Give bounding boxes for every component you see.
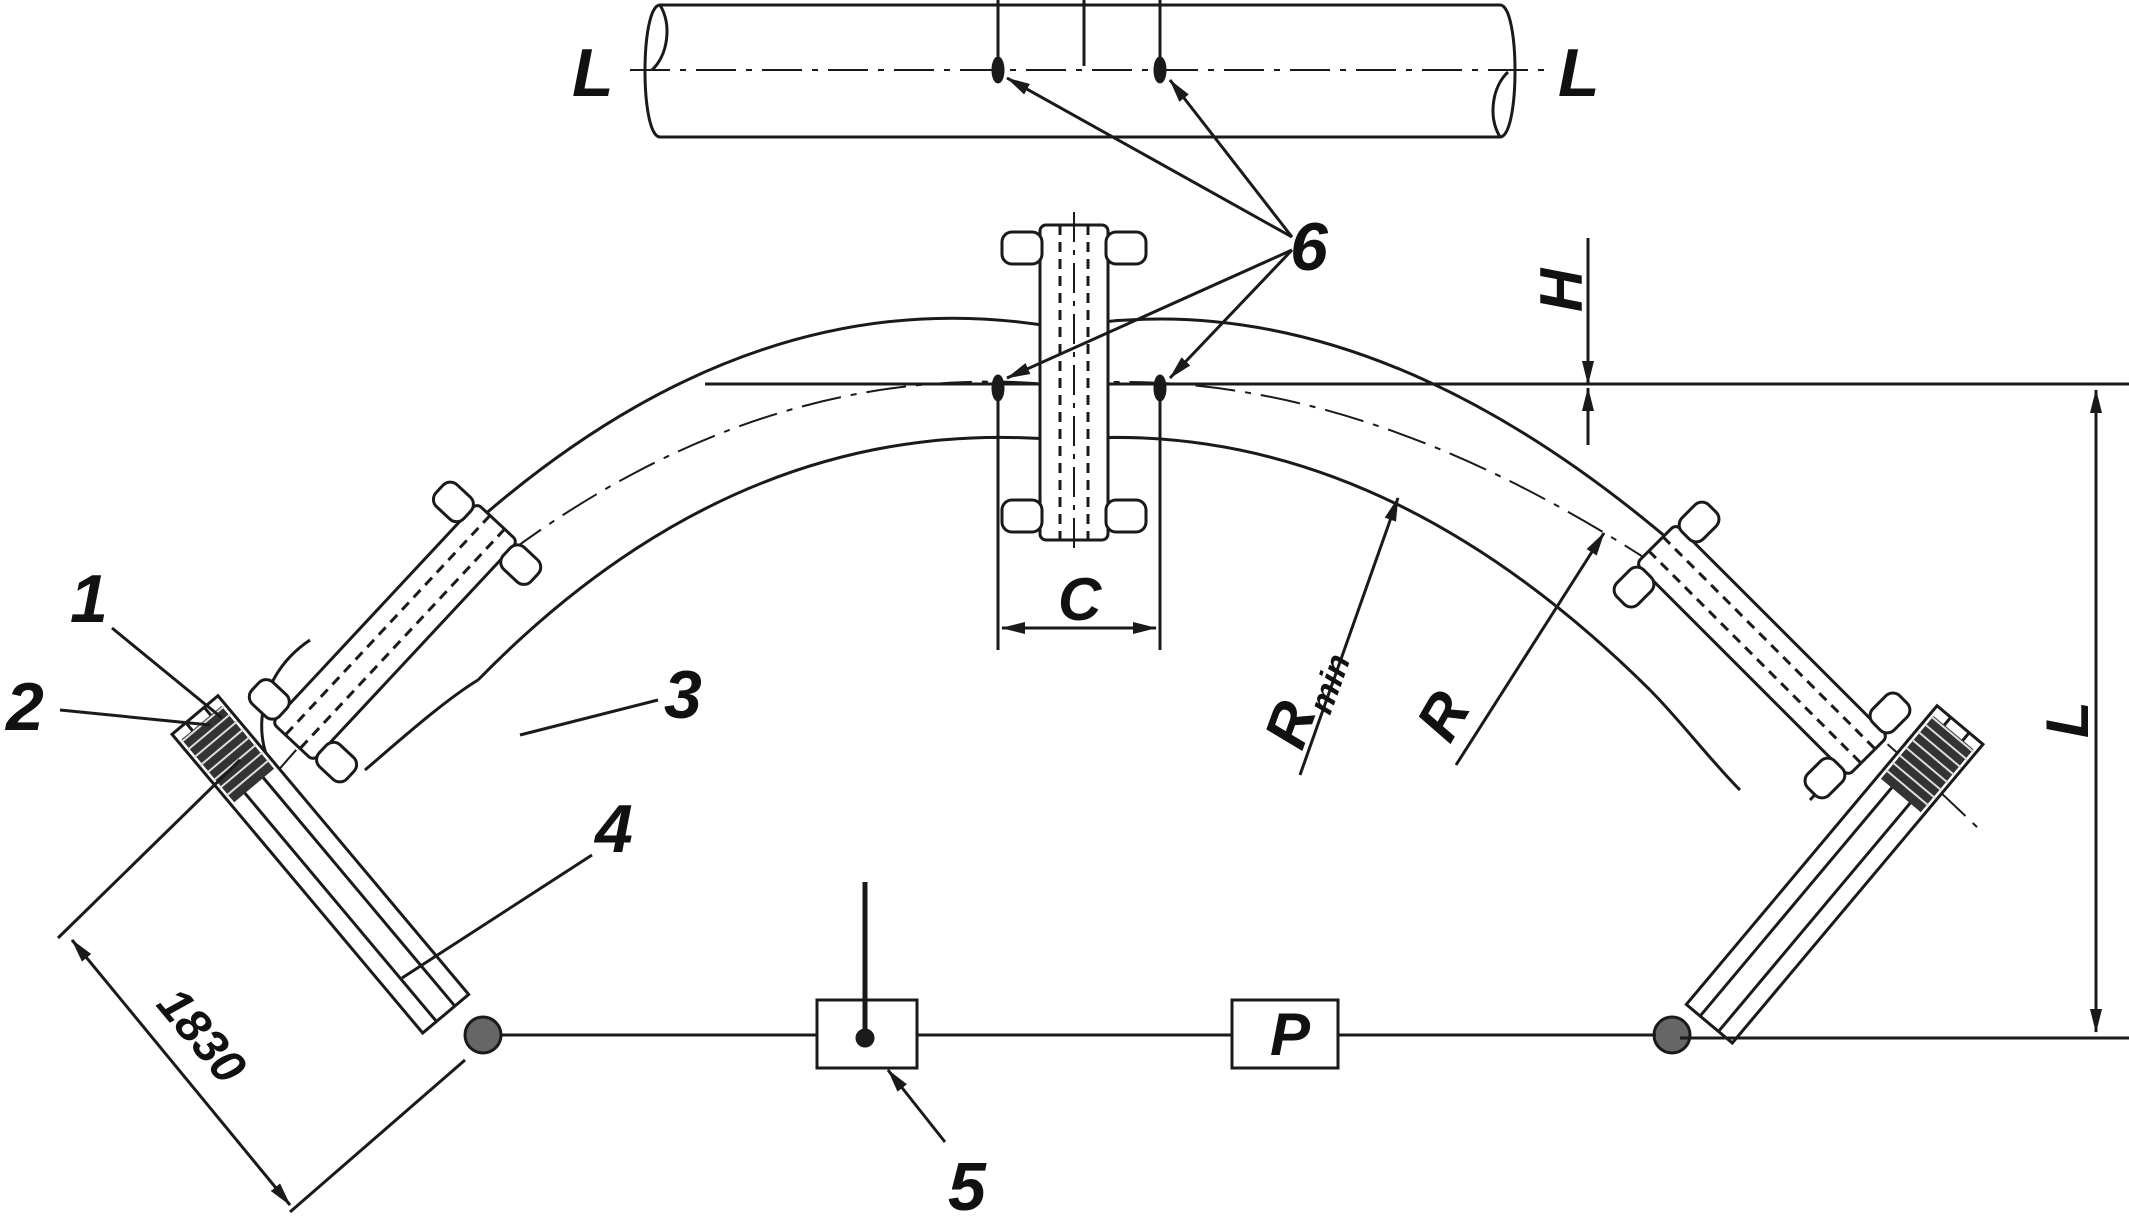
dim-label-h: H	[1528, 267, 1595, 312]
dimension-1830	[56, 758, 466, 1214]
left-flange	[247, 480, 543, 784]
dim-label-c: C	[1058, 566, 1103, 633]
axis-label-right: L	[1558, 35, 1600, 111]
callout-3: 3	[664, 657, 702, 733]
leaders-6	[1006, 76, 1294, 380]
tie-rod	[500, 882, 1656, 1070]
beam-pins	[463, 1015, 1692, 1055]
dim-label-l: L	[2034, 701, 2101, 738]
dimension-c	[991, 374, 1167, 650]
pump-box	[1230, 998, 1340, 1070]
right-flange	[1612, 500, 1912, 800]
right-beam	[1684, 703, 1986, 1046]
dim-label-1830: 1830	[147, 978, 256, 1094]
dimension-l	[1680, 389, 2129, 1040]
callout-2: 2	[4, 669, 44, 745]
r-min-leader	[1298, 497, 1400, 776]
center-flange	[1000, 212, 1148, 555]
r-min-label: Rmin	[1251, 636, 1358, 760]
axis-label-left: L	[572, 35, 614, 111]
callout-leaders	[59, 626, 947, 1143]
straight-pipe	[630, 0, 1545, 139]
callout-6: 6	[1290, 209, 1329, 285]
callout-5: 5	[948, 1149, 987, 1225]
callout-1: 1	[70, 561, 108, 637]
r-leader	[1454, 532, 1606, 766]
callout-4: 4	[593, 791, 633, 867]
pump-label: P	[1270, 1001, 1311, 1068]
